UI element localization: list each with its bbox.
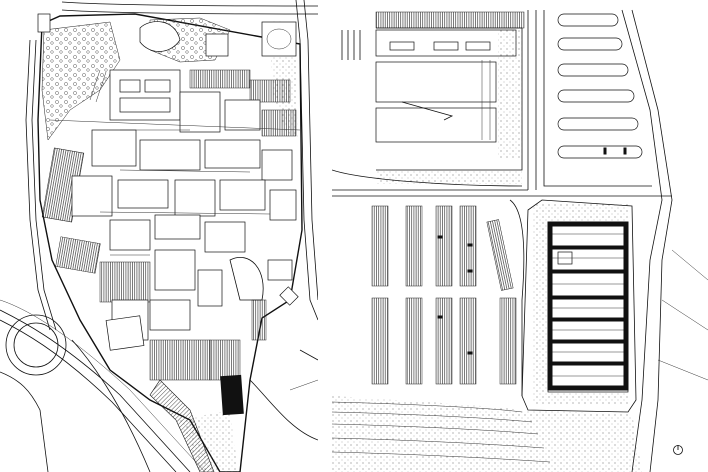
building-detail-plan (332, 0, 708, 472)
south-landscape (332, 396, 642, 472)
west-landscape (41, 21, 121, 141)
west-road (25, 39, 51, 331)
parking-rows (49, 69, 301, 256)
roundabout (5, 314, 67, 376)
west-parking-grid (371, 199, 525, 396)
sports-field (261, 21, 297, 57)
north-complex (332, 11, 525, 187)
main-building (521, 199, 637, 413)
highway (0, 309, 191, 472)
panel-divider (318, 0, 332, 472)
north-parking-strip (375, 11, 525, 29)
east-road (621, 9, 663, 472)
south-embankment (149, 379, 215, 472)
parking-lots (41, 69, 297, 381)
small-building (37, 13, 51, 33)
building-detail-plan-drawing (332, 9, 708, 472)
north-road (61, 1, 318, 7)
campus-site-plan (0, 0, 318, 472)
campus-buildings (71, 69, 299, 351)
east-road (295, 0, 318, 321)
campus-site-plan-drawing (0, 0, 318, 472)
amphitheater (139, 21, 181, 52)
northeast-parking (543, 10, 652, 187)
north-arrow-icon (673, 445, 683, 455)
highlighted-building (220, 374, 244, 416)
